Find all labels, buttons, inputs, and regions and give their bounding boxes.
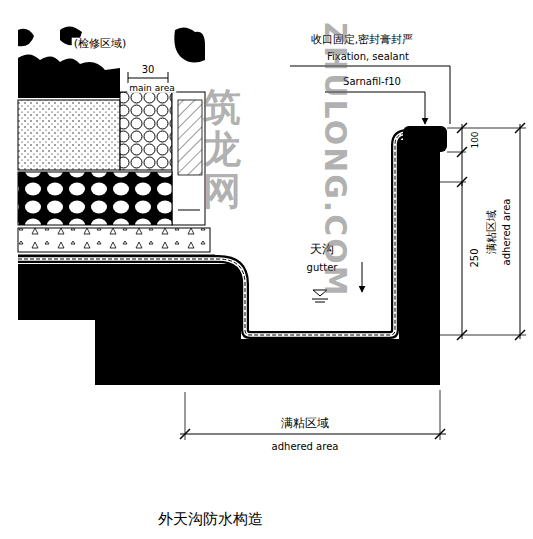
dimension-tick (515, 330, 525, 340)
dimension-label: adhered area (501, 197, 513, 268)
water-level-line (312, 299, 328, 300)
dimension-tick (457, 147, 467, 157)
gravel-layer (120, 92, 172, 170)
dimension-line (128, 78, 168, 79)
concrete-layer (18, 228, 210, 252)
dimension-label: 满粘区域 (486, 208, 499, 256)
water-level-line (315, 302, 325, 303)
rough-fill (174, 27, 205, 62)
edge-strip (172, 92, 205, 225)
dimension-value: 30 (140, 64, 157, 76)
fixing-cap (403, 126, 447, 152)
dimension-tick (515, 123, 525, 133)
dimension-tick (180, 429, 190, 439)
area-note: (检修区域) (72, 38, 129, 51)
dimension-label: adhered area (270, 441, 341, 453)
dimension-tick (435, 429, 445, 439)
insulation-layer (18, 100, 120, 170)
leader-line (290, 66, 450, 124)
extension-line (447, 128, 526, 129)
watermark: ZHULONG.COM (318, 20, 353, 299)
dimension-line (462, 182, 463, 339)
watermark: 筑龙网 (201, 87, 243, 212)
figure-caption: 外天沟防水构造 (156, 511, 265, 528)
dimension-tick (457, 123, 467, 133)
extension-line (402, 335, 526, 336)
edge-line (178, 210, 200, 211)
dimension-line (462, 124, 463, 186)
dimension-line (520, 124, 521, 339)
dimension-value: 100 (470, 129, 480, 150)
dimension-value: 250 (469, 246, 481, 269)
extension-line (402, 182, 466, 183)
pebble-layer (18, 172, 172, 225)
extension-line (440, 390, 441, 440)
dimension-label: 满粘区域 (279, 417, 331, 431)
flow-arrow (362, 262, 363, 292)
hatched-board (178, 100, 202, 175)
rough-fill (18, 29, 34, 46)
dimension-tick (457, 177, 467, 187)
rough-fill (18, 54, 120, 98)
dimension-line (180, 434, 446, 435)
dimension-tick (457, 330, 467, 340)
area-note: main area (127, 83, 176, 93)
